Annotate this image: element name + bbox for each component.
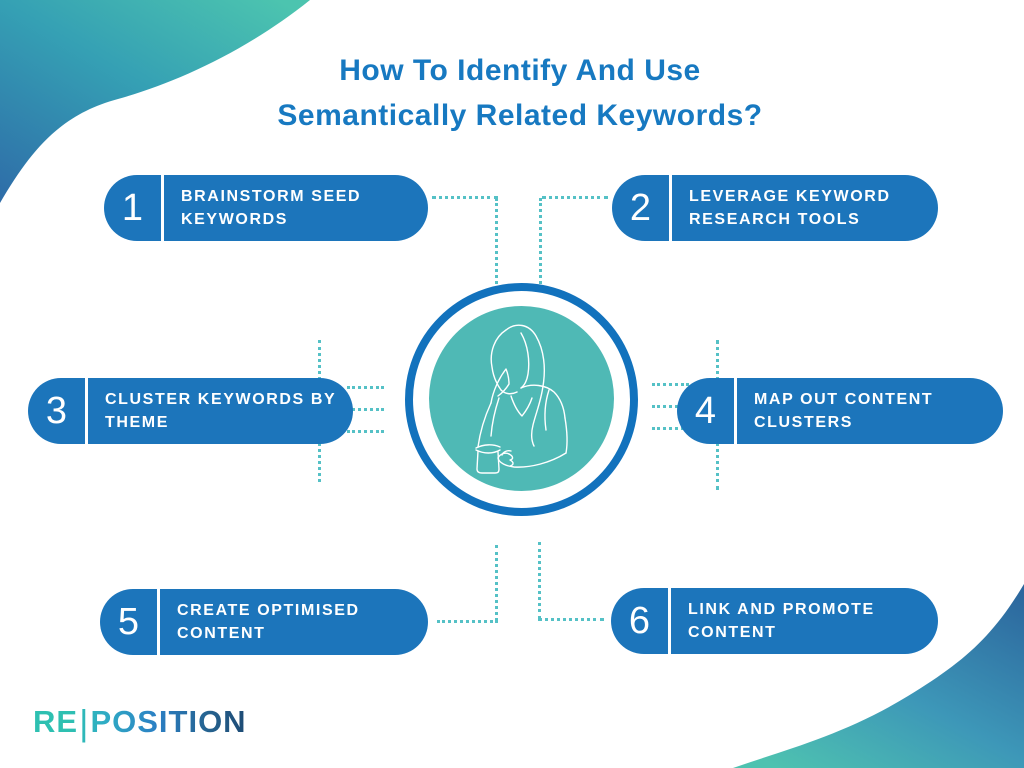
step-label-2: LEVERAGE KEYWORD RESEARCH TOOLS <box>689 187 891 228</box>
step-pill-1: 1 BRAINSTORM SEED KEYWORDS <box>104 175 428 241</box>
connector-step3-dash3 <box>347 430 384 433</box>
step-number-2: 2 <box>612 175 672 241</box>
connector-step4-dash2 <box>652 405 689 408</box>
bottom-right-wave <box>733 584 1024 768</box>
step-pill-2: 2 LEVERAGE KEYWORD RESEARCH TOOLS <box>612 175 938 241</box>
step-label-6: LINK AND PROMOTE CONTENT <box>688 600 875 641</box>
page-title-line1: How To Identify And Use <box>339 54 701 87</box>
connector-step6-vertical <box>538 542 541 619</box>
logo-part1: RE <box>33 704 79 739</box>
connector-step5-vertical <box>495 545 498 621</box>
connector-step1-horizontal <box>432 196 498 199</box>
step-number-6: 6 <box>611 588 671 654</box>
page-title-line2: Semantically Related Keywords? <box>277 99 763 132</box>
step-label-3: CLUSTER KEYWORDS BY THEME <box>105 390 337 431</box>
connector-step2-horizontal <box>542 196 608 199</box>
step-label-5: CREATE OPTIMISED CONTENT <box>177 601 360 642</box>
logo-part2: POSITION <box>90 704 247 739</box>
top-left-wave <box>0 0 310 203</box>
step-number-1: 1 <box>104 175 164 241</box>
step-number-4: 4 <box>677 378 737 444</box>
thinking-woman-illustration <box>475 324 568 474</box>
step-label-1: BRAINSTORM SEED KEYWORDS <box>181 187 362 228</box>
connector-step5-horizontal <box>437 620 498 623</box>
connector-step2-vertical <box>539 198 542 284</box>
connector-step6-horizontal <box>538 618 604 621</box>
connector-step4-dash3 <box>652 427 689 430</box>
connector-step3-dash1 <box>347 386 384 389</box>
step-pill-4: 4 MAP OUT CONTENT CLUSTERS <box>677 378 1003 444</box>
step-pill-5: 5 CREATE OPTIMISED CONTENT <box>100 589 428 655</box>
reposition-logo: RE|POSITION <box>33 702 247 744</box>
step-pill-6: 6 LINK AND PROMOTE CONTENT <box>611 588 938 654</box>
connector-step1-vertical <box>495 198 498 284</box>
step-number-3: 3 <box>28 378 88 444</box>
center-circle <box>429 306 614 491</box>
step-label-4: MAP OUT CONTENT CLUSTERS <box>754 390 934 431</box>
connector-step3-dash2 <box>347 408 384 411</box>
page-title: How To Identify And Use Semantically Rel… <box>0 48 1024 138</box>
step-pill-3: 3 CLUSTER KEYWORDS BY THEME <box>28 378 353 444</box>
logo-divider: | <box>79 702 90 743</box>
connector-step4-dash1 <box>652 383 689 386</box>
step-number-5: 5 <box>100 589 160 655</box>
